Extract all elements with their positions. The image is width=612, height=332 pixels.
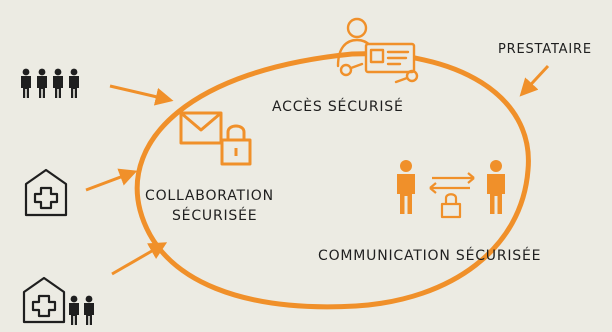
label-acces-securise: ACCÈS SÉCURISÉ (272, 99, 404, 115)
four-people-icon (21, 68, 79, 98)
arrow-from-hospital-with-people (111, 242, 168, 276)
user-with-id-card-and-key-icon (336, 17, 419, 84)
hospital-cross-icon (24, 168, 68, 217)
label-communication-securisee: COMMUNICATION SÉCURISÉE (318, 248, 542, 264)
secure-zone-ellipse (134, 51, 531, 310)
label-collaboration-line2: SÉCURISÉE (172, 208, 258, 224)
arrow-from-prestataire (519, 64, 550, 97)
hospital-with-people-icon (22, 276, 94, 325)
two-people-exchange-padlock-icon (397, 160, 505, 219)
label-collaboration-line1: COLLABORATION (145, 188, 274, 204)
arrow-from-people-group (109, 84, 174, 106)
label-prestataire: PRESTATAIRE (498, 42, 592, 57)
arrow-from-hospital (85, 168, 138, 192)
envelope-with-padlock-icon (179, 111, 252, 166)
